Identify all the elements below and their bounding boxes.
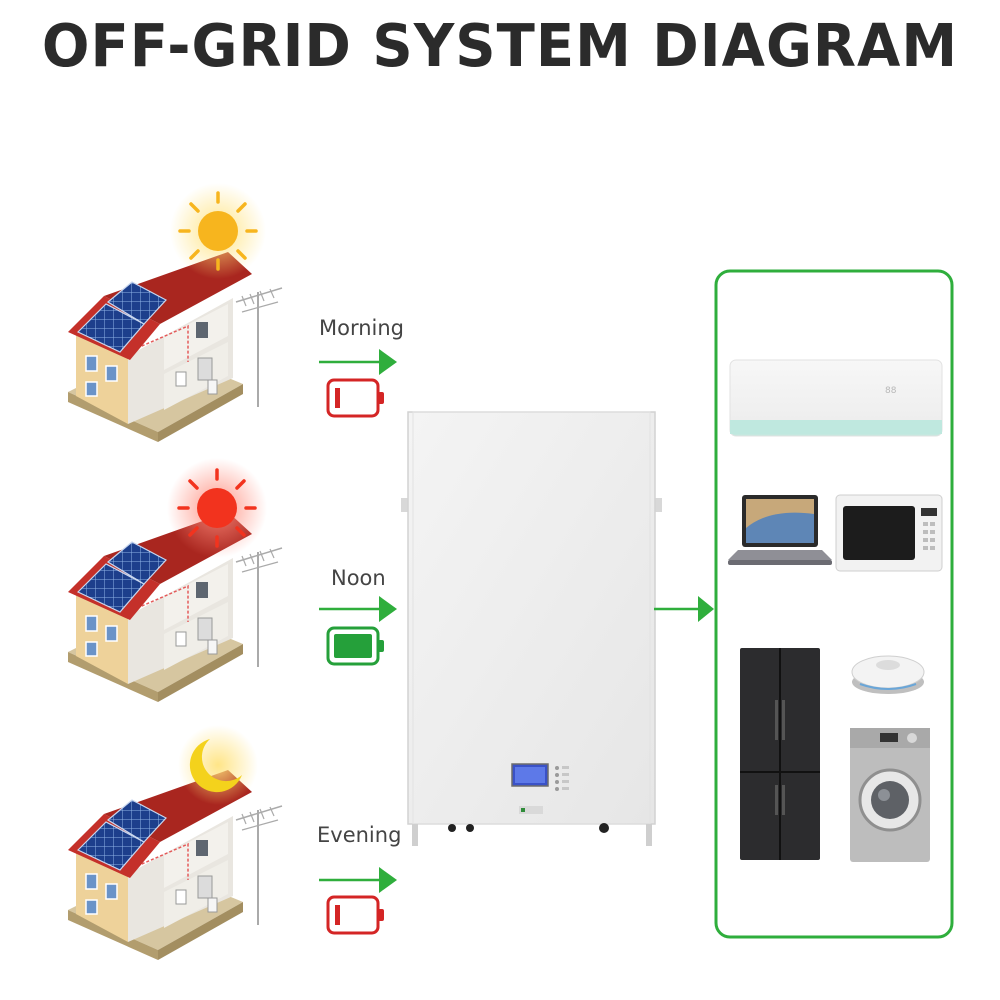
arrow-right-icon [317,865,399,895]
svg-text:88: 88 [885,386,897,396]
refrigerator-icon [740,648,820,860]
arrow-right-icon [654,596,714,622]
sun-icon [167,458,267,558]
house-morning-icon [67,251,283,443]
washing-machine-icon [850,728,930,862]
robot-vacuum-icon [851,655,925,694]
period-label-evening: Evening [317,823,402,847]
period-label-morning: Morning [319,316,405,340]
arrow-right-icon [317,594,399,624]
moon-icon [178,725,258,805]
sun-icon [170,183,266,279]
laptop-icon [728,495,832,565]
battery-low-icon [326,378,384,418]
arrow-right-icon [317,347,399,377]
air-conditioner-icon: 88 [729,359,943,437]
battery-unit-icon [401,411,662,846]
battery-full-icon [326,626,384,666]
house-evening-icon [67,769,283,961]
battery-low-icon [326,895,384,935]
page-title: OFF-GRID SYSTEM DIAGRAM [41,12,959,81]
microwave-icon [835,494,943,572]
period-label-noon: Noon [331,566,386,590]
